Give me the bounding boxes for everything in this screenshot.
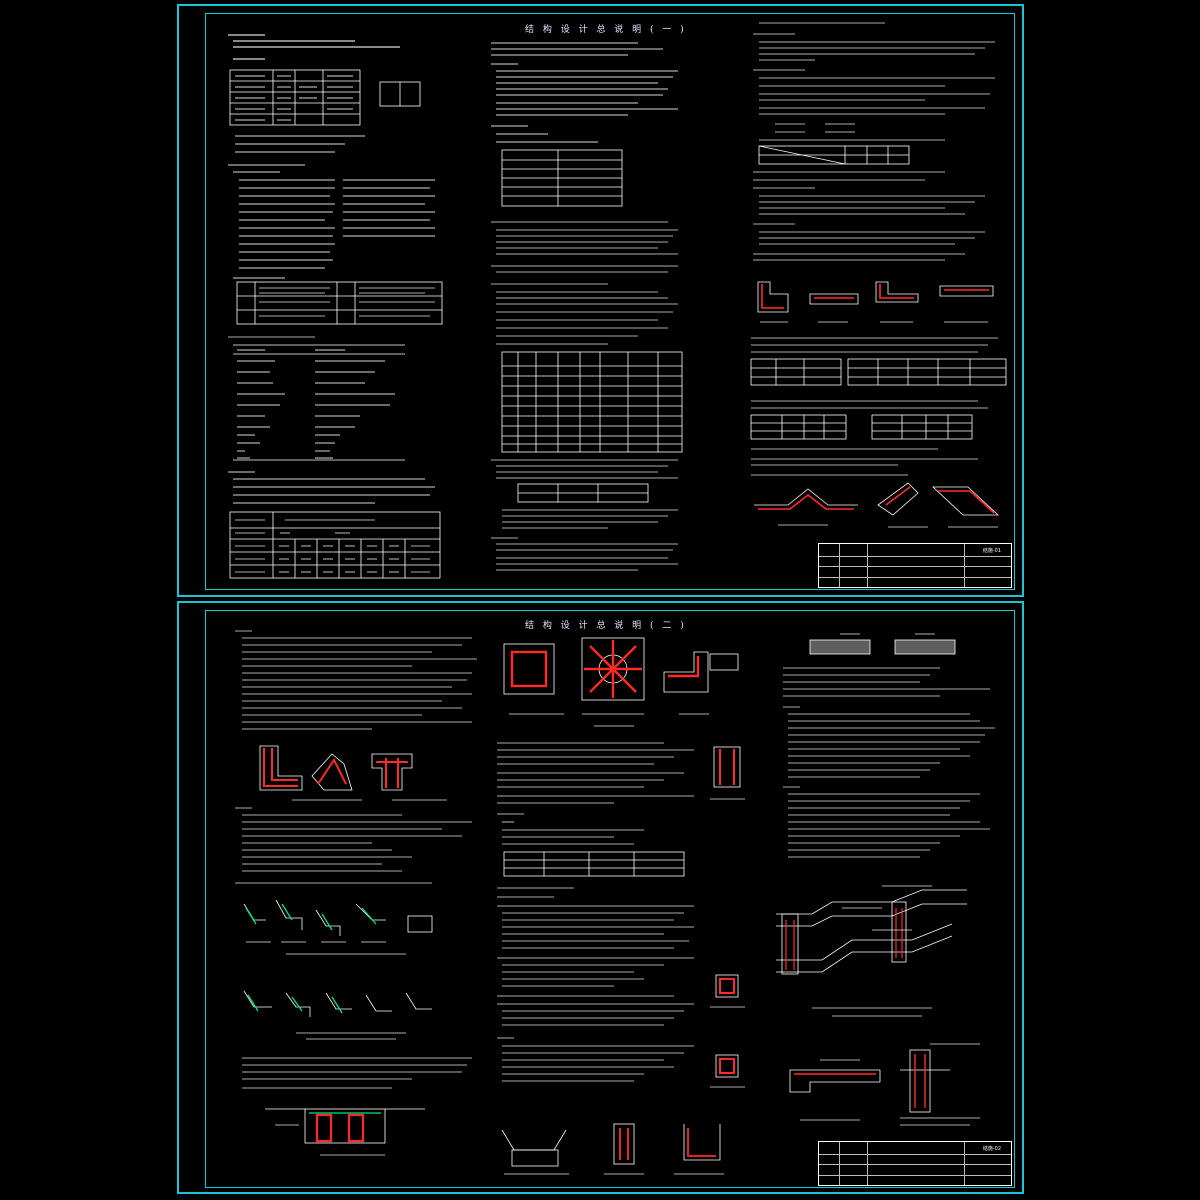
- tb2-col-2: [867, 1142, 868, 1185]
- sheet-2-construction-notes: [232, 628, 482, 743]
- sheet-1-drawing-no: 结施-01: [982, 548, 1001, 554]
- tb2-row-3: [819, 1175, 1011, 1176]
- stair-section-drawing: [776, 885, 967, 1017]
- beam-column-detail-drawing: [259, 745, 447, 801]
- sheet-2-title: 结 构 设 计 总 说 明 ( 二 ): [525, 618, 687, 631]
- sheet-1-general-notes-lines: [228, 34, 443, 579]
- sheet-2-masonry-notes: [494, 740, 704, 1090]
- sheet-1-title-text: 结 构 设 计 总 说 明 ( 一 ): [525, 25, 687, 35]
- sheet-2-foundation-details: [494, 1110, 734, 1185]
- sheet-2-opening-notes: [232, 1055, 482, 1095]
- slab-notes-lines: [235, 807, 472, 884]
- tb2-row-1: [819, 1154, 1011, 1155]
- slab-corner-detail-drawing-1: [243, 899, 433, 955]
- sheet-2-title-text: 结 构 设 计 总 说 明 ( 二 ): [525, 621, 687, 631]
- sheet-2-outer-frame: [177, 601, 1024, 1194]
- tb1-col-2: [867, 544, 868, 587]
- sheet-1-materials-notes: [488, 40, 688, 585]
- backfill-section-drawing: [809, 633, 956, 655]
- post-install-detail-drawing: [503, 637, 739, 727]
- sheet-1-bend-details: [748, 475, 1010, 535]
- tb2-col-3: [964, 1142, 965, 1185]
- sheet-1-title: 结 构 设 计 总 说 明 ( 一 ): [525, 22, 687, 35]
- foundation-detail-drawing: [501, 1123, 724, 1175]
- sheet-2-slab-corner-details-1: [236, 890, 441, 960]
- waterproof-notes-lines: [783, 667, 995, 858]
- sheet-2-slab-corner-details-2: [236, 983, 441, 1043]
- opening-reinforcement-drawing: [265, 1108, 425, 1156]
- sheet-2-title-block: 结施-02: [818, 1141, 1012, 1186]
- anchorage-detail-drawing: [757, 281, 994, 323]
- sheet-1-general-notes: [225, 32, 445, 592]
- sheet-2-construction-notes-lines: [235, 630, 477, 730]
- eave-detail-drawing: [789, 1043, 980, 1126]
- sheet-2-waterproof-notes: [780, 665, 1005, 875]
- sheet-1-materials-notes-lines: [491, 42, 683, 571]
- tb2-col-1: [839, 1142, 840, 1185]
- sheet-2-border: [205, 610, 1015, 1188]
- bend-detail-drawing: [754, 482, 1000, 528]
- constructional-column-drawing: [710, 746, 745, 1088]
- tb1-col-3: [964, 544, 965, 587]
- sheet-2-constructional-column-details: [700, 735, 755, 1135]
- tb1-row-1: [819, 556, 1011, 557]
- sheet-2-stair-section: [772, 880, 972, 1020]
- sheet-2-post-install-details: [494, 632, 744, 742]
- tb1-col-1: [839, 544, 840, 587]
- sheet-1-outer-frame: [177, 4, 1024, 597]
- sheet-1-rebar-notes: [745, 20, 1010, 545]
- sheet-2-drawing-no: 结施-02: [982, 1146, 1001, 1152]
- sheet-1-anchorage-details: [748, 272, 1008, 332]
- sheet-2-backfill-sections: [800, 630, 970, 665]
- sheet-1-title-block: 结施-01: [818, 543, 1012, 588]
- sheet-2-eave-details: [780, 1030, 995, 1130]
- opening-notes-lines: [242, 1057, 472, 1089]
- sheet-1-border: [205, 13, 1015, 590]
- masonry-notes-lines: [497, 742, 694, 1082]
- sheet-2-slab-notes: [232, 805, 482, 885]
- slab-corner-detail-drawing-2: [243, 990, 432, 1040]
- sheet-2-beam-column-details: [252, 740, 452, 805]
- sheet-1-lap-length-notes: [748, 335, 1010, 535]
- sheet-1-rebar-notes-lines: [753, 22, 995, 261]
- tb1-row-2: [819, 566, 1011, 567]
- sheet-2-opening-reinforcement-detail: [265, 1095, 425, 1165]
- tb2-row-2: [819, 1164, 1011, 1165]
- lap-length-notes-lines: [750, 337, 1007, 476]
- tb1-row-3: [819, 577, 1011, 578]
